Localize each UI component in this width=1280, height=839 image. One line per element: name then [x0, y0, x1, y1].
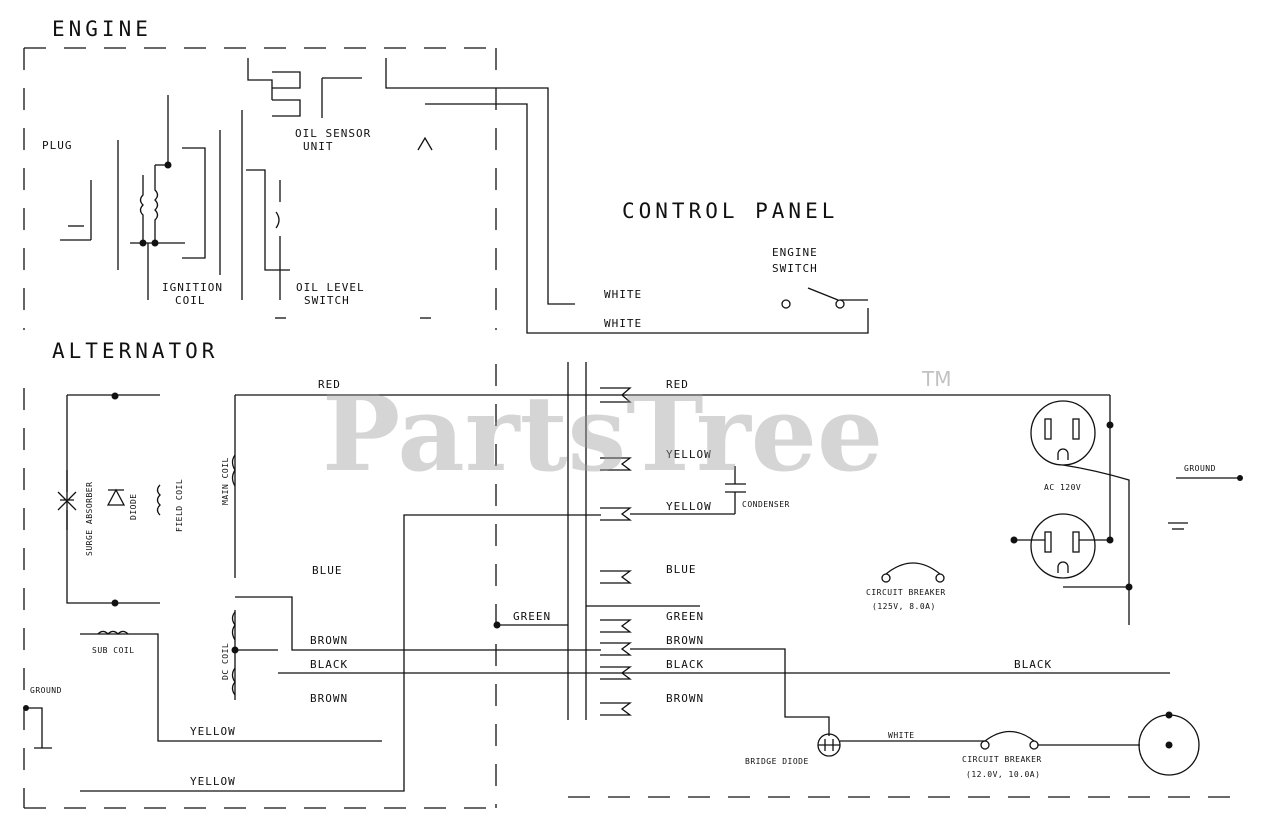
- engine-enclosure: [23, 47, 497, 330]
- watermark: PartsTree: [322, 372, 883, 495]
- bridge-diode-label: BRIDGE DIODE: [745, 757, 809, 766]
- surge-absorber-label: SURGE ABSORBER: [85, 482, 94, 556]
- circuit-breaker-1-label-2: (125V, 8.0A): [872, 602, 936, 611]
- sub-coil-label: SUB COIL: [92, 646, 135, 655]
- alternator-title: ALTERNATOR: [52, 339, 218, 363]
- circuit-breaker-2-icon: [980, 730, 1140, 750]
- brown-wire-label-left-2: BROWN: [310, 692, 348, 705]
- blue-wire-label-left: BLUE: [312, 564, 343, 577]
- panel-connectors: RED YELLOW YELLOW BLUE GREEN GREEN BROWN…: [493, 362, 1052, 720]
- main-coil-label: MAIN COIL: [221, 457, 230, 505]
- plug-label: PLUG: [42, 139, 73, 152]
- circuit-breaker-2-label-1: CIRCUIT BREAKER: [962, 755, 1042, 764]
- circuit-breaker-1-label-1: CIRCUIT BREAKER: [866, 588, 946, 597]
- watermark-tm: TM: [921, 367, 951, 391]
- alternator-section: ALTERNATOR SURGE ABSORBER DIODE FIELD CO…: [23, 339, 1170, 809]
- sub-coil-icon: [97, 630, 129, 635]
- engine-switch-icon: [781, 287, 868, 309]
- diode-icon: [106, 488, 126, 506]
- bridge-diode-icon: [817, 733, 985, 757]
- control-panel-section: CONTROL PANEL ENGINE SWITCH WHITE WHITE: [604, 199, 868, 330]
- ignition-coil-label-1: IGNITION: [162, 281, 223, 294]
- ground-left-label: GROUND: [30, 686, 62, 695]
- red-wire-label-left: RED: [318, 378, 341, 391]
- red-wire-label-right: RED: [666, 378, 689, 391]
- ignition-coil-icon: [130, 95, 221, 300]
- green-wire-label-right: GREEN: [666, 610, 704, 623]
- oil-level-switch-label-2: SWITCH: [304, 294, 350, 307]
- brown-wire-label-left-1: BROWN: [310, 634, 348, 647]
- alternator-enclosure: [23, 364, 497, 809]
- control-panel-title: CONTROL PANEL: [622, 199, 838, 223]
- dc-coil-label: DC COIL: [221, 643, 230, 680]
- engine-switch-label-1: ENGINE: [772, 246, 818, 259]
- field-coil-label: FIELD COIL: [175, 479, 184, 532]
- black-wire-label-left: BLACK: [310, 658, 348, 671]
- ground-right-icon: [1168, 475, 1243, 530]
- ac-outlet-icon: [1010, 395, 1133, 625]
- circuit-breaker-2-label-2: (12.0V, 10.0A): [966, 770, 1040, 779]
- circuit-breaker-1-icon: [881, 562, 945, 583]
- condenser-label: CONDENSER: [742, 500, 790, 509]
- engine-title: ENGINE: [52, 17, 152, 41]
- white-wire-label-1: WHITE: [604, 288, 642, 301]
- oil-level-switch-icon: [246, 136, 433, 300]
- field-coil-icon: [156, 484, 161, 516]
- yellow-wire-label-panel-2: YELLOW: [666, 500, 712, 513]
- white-wire-label-2: WHITE: [604, 317, 642, 330]
- blue-wire-label-right: BLUE: [666, 563, 697, 576]
- ground-right-label: GROUND: [1184, 464, 1216, 473]
- ground-left-icon: [23, 705, 52, 749]
- yellow-wire-label-bottom-1: YELLOW: [190, 725, 236, 738]
- white-dc-wire-label: WHITE: [888, 731, 915, 740]
- black-wire-label-far: BLACK: [1014, 658, 1052, 671]
- ignition-coil-label-2: COIL: [175, 294, 206, 307]
- engine-switch-label-2: SWITCH: [772, 262, 818, 275]
- condenser-icon: [725, 466, 746, 514]
- brown-wire-label-right-1: BROWN: [666, 634, 704, 647]
- black-wire-label-right: BLACK: [666, 658, 704, 671]
- dc-outlet-icon: [1138, 711, 1200, 776]
- yellow-wire-label-panel-1: YELLOW: [666, 448, 712, 461]
- main-coil-icon: [231, 454, 236, 487]
- dc-coil-icon: [231, 667, 236, 696]
- diode-label: DIODE: [129, 493, 138, 520]
- engine-section: ENGINE PLUG IGNITION COIL: [23, 17, 869, 334]
- brown-wire-label-right-2: BROWN: [666, 692, 704, 705]
- surge-absorber-icon: [57, 470, 77, 530]
- yellow-wire-label-bottom-2: YELLOW: [190, 775, 236, 788]
- oil-sensor-label-1: OIL SENSOR: [295, 127, 371, 140]
- spark-plug-icon: [60, 140, 119, 270]
- oil-sensor-icon: [241, 58, 362, 300]
- green-wire-label-left: GREEN: [513, 610, 551, 623]
- oil-level-switch-label-1: OIL LEVEL: [296, 281, 365, 294]
- ac-outlet-label: AC 120V: [1044, 483, 1081, 492]
- oil-sensor-label-2: UNIT: [303, 140, 334, 153]
